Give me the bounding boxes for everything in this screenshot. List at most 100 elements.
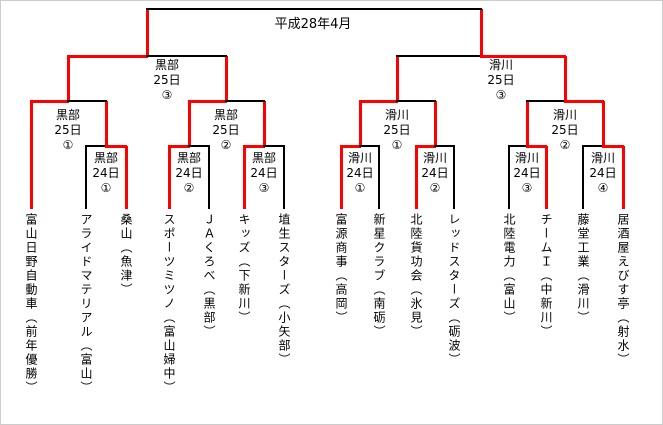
team-name: チームＩ（中新川） — [539, 213, 553, 339]
bracket-line-vertical — [340, 146, 343, 209]
bracket-line-vertical — [396, 56, 399, 101]
bracket-line-horizontal — [67, 55, 148, 58]
match-venue: 黒部 — [93, 151, 118, 165]
team-name: 居酒屋えびす亭（射水） — [616, 213, 630, 367]
bracket-line-vertical — [67, 56, 70, 101]
match-number: ① — [100, 181, 112, 195]
match-venue: 黒部 — [176, 151, 201, 165]
bracket-line-vertical — [415, 146, 418, 209]
match-number: ② — [559, 138, 571, 152]
team-name: 新星クラブ（南砺） — [372, 213, 386, 339]
match-venue: 滑川 — [488, 58, 513, 72]
bracket-line-vertical — [602, 101, 605, 146]
bracket-line-vertical — [526, 101, 529, 146]
match-label-round1-6: 滑川 24日 ③ — [505, 151, 549, 196]
bracket-line-vertical — [105, 101, 108, 146]
team-name: 北陸貨功会（氷見） — [409, 213, 423, 339]
match-number: ① — [62, 138, 74, 152]
bracket-line-horizontal — [582, 145, 604, 147]
bracket-line-horizontal — [564, 100, 604, 103]
match-number: ③ — [521, 181, 533, 195]
match-label-quarterfinal-2: 黒部 25日 ② — [204, 108, 248, 153]
bracket-line-vertical — [263, 101, 266, 146]
match-date: 24日 — [513, 166, 541, 180]
bracket-line-horizontal — [225, 100, 265, 102]
match-number: ③ — [161, 88, 173, 102]
match-number: ② — [220, 138, 232, 152]
match-date: 25日 — [212, 123, 240, 137]
match-venue: 滑川 — [384, 108, 409, 122]
match-venue: 滑川 — [347, 151, 372, 165]
match-date: 25日 — [383, 123, 411, 137]
bracket-line-vertical — [188, 101, 191, 146]
bracket-line-vertical — [225, 56, 228, 101]
match-number: ③ — [495, 88, 507, 102]
bracket-line-vertical — [480, 9, 483, 56]
match-date: 25日 — [153, 73, 181, 87]
bracket-line-vertical — [508, 146, 510, 209]
team-name: スポーツミツノ（富山婦中） — [162, 213, 176, 395]
bracket-line-vertical — [453, 146, 455, 209]
match-date: 24日 — [92, 166, 120, 180]
bracket-line-horizontal — [480, 55, 566, 58]
bracket-line-vertical — [582, 146, 584, 209]
team-name: 埴生スターズ（小矢部） — [277, 213, 291, 367]
match-date: 24日 — [346, 166, 374, 180]
match-date: 24日 — [175, 166, 203, 180]
match-label-round1-1: 黒部 24日 ① — [84, 151, 128, 196]
bracket-line-horizontal — [359, 100, 398, 103]
match-venue: 滑川 — [422, 151, 447, 165]
bracket-line-vertical — [243, 146, 246, 209]
bracket-line-horizontal — [526, 100, 566, 102]
bracket-line-horizontal — [340, 145, 361, 148]
bracket-line-horizontal — [602, 145, 624, 148]
match-label-round1-5: 滑川 24日 ② — [413, 151, 457, 196]
bracket-line-vertical — [125, 146, 128, 209]
match-venue: 黒部 — [251, 151, 276, 165]
match-date: 24日 — [250, 166, 278, 180]
bracket-line-horizontal — [105, 145, 127, 148]
match-venue: 黒部 — [213, 108, 238, 122]
match-number: ② — [429, 181, 441, 195]
match-number: ① — [354, 181, 366, 195]
match-label-quarterfinal-3: 滑川 25日 ① — [375, 108, 419, 153]
team-name: ＪＡくろべ（黒部） — [202, 213, 216, 339]
bracket-line-horizontal — [146, 8, 482, 10]
match-date: 25日 — [54, 123, 82, 137]
bracket-line-horizontal — [526, 145, 547, 148]
match-label-quarterfinal-1: 黒部 25日 ① — [46, 108, 90, 153]
match-label-round1-3: 黒部 24日 ③ — [242, 151, 286, 196]
team-name: 富山日野自動車（前年優勝） — [24, 213, 38, 395]
bracket-line-vertical — [359, 101, 362, 146]
bracket-line-horizontal — [396, 55, 482, 57]
team-name: キッズ（下新川） — [237, 213, 251, 325]
team-name: 富源商事（高岡） — [334, 213, 348, 325]
team-name: 北陸電力（富山） — [502, 213, 516, 325]
match-label-round1-2: 黒部 24日 ② — [167, 151, 211, 196]
match-number: ③ — [258, 181, 270, 195]
bracket-line-vertical — [545, 146, 548, 209]
bracket-line-horizontal — [188, 145, 210, 147]
bracket-line-vertical — [622, 146, 625, 209]
match-venue: 滑川 — [590, 151, 615, 165]
match-label-quarterfinal-4: 滑川 25日 ② — [543, 108, 587, 153]
bracket-line-vertical — [283, 146, 285, 209]
match-number: ② — [183, 181, 195, 195]
bracket-line-horizontal — [188, 100, 227, 103]
bracket-line-vertical — [208, 146, 210, 209]
match-date: 24日 — [421, 166, 449, 180]
bracket-line-vertical — [434, 101, 437, 146]
match-venue: 滑川 — [552, 108, 577, 122]
bracket-line-vertical — [378, 146, 380, 209]
bracket-line-horizontal — [359, 145, 380, 147]
match-number: ④ — [597, 181, 609, 195]
bracket-line-horizontal — [434, 145, 455, 147]
bracket-line-horizontal — [168, 145, 190, 148]
bracket-line-horizontal — [508, 145, 528, 147]
match-venue: 滑川 — [514, 151, 539, 165]
match-number: ① — [391, 138, 403, 152]
bracket-line-vertical — [168, 146, 171, 209]
team-name: レッドスターズ（砺波） — [447, 213, 461, 367]
team-name: アライドマテリアル（富山） — [79, 213, 93, 395]
